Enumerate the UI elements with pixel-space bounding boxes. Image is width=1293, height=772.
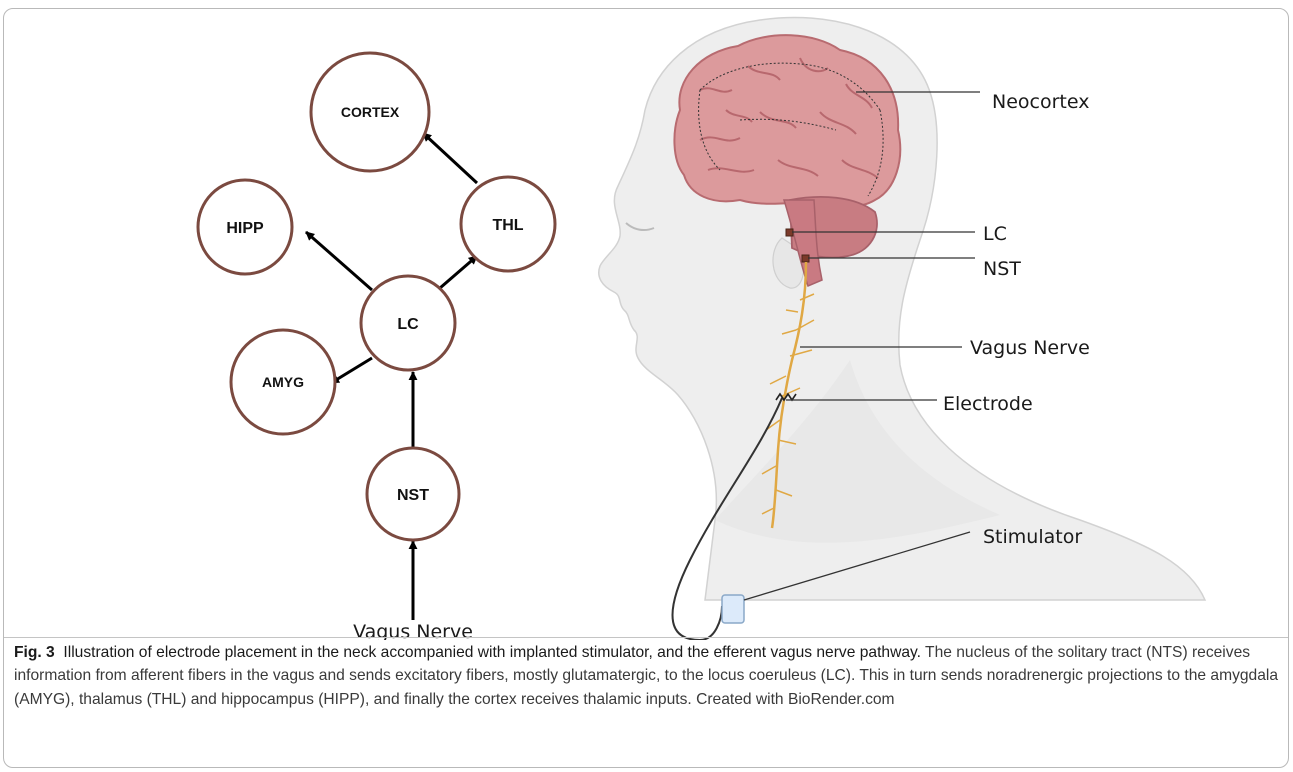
edge-lc-thl [440, 256, 477, 288]
node-nst-label: NST [397, 487, 429, 504]
label-vagus-nerve: Vagus Nerve [970, 337, 1090, 359]
node-thl-label: THL [492, 217, 523, 234]
figure-graphic: CORTEX HIPP THL LC AMYG NST Vagus Nerve [0, 0, 1293, 640]
pathway-diagram: CORTEX HIPP THL LC AMYG NST Vagus Nerve [198, 53, 555, 640]
edge-lc-amyg [331, 358, 372, 383]
edge-lc-hipp [306, 232, 372, 290]
node-hipp-label: HIPP [226, 220, 264, 237]
label-lc: LC [983, 223, 1007, 245]
label-nst: NST [983, 258, 1021, 280]
node-thl: THL [461, 177, 555, 271]
node-amyg: AMYG [231, 330, 335, 434]
node-nst: NST [367, 448, 459, 540]
label-stimulator: Stimulator [983, 526, 1082, 548]
caption-separator [4, 637, 1288, 638]
head-illustration: Neocortex LC NST Vagus Nerve Electrode S… [599, 18, 1205, 641]
node-hipp: HIPP [198, 180, 292, 274]
lc-marker [786, 229, 793, 236]
node-cortex-label: CORTEX [341, 104, 400, 120]
figure-title: Illustration of electrode placement in t… [63, 644, 921, 661]
node-lc-label: LC [397, 316, 419, 333]
label-neocortex: Neocortex [992, 91, 1089, 113]
label-electrode: Electrode [943, 393, 1033, 415]
figure-caption: Fig. 3 Illustration of electrode placeme… [14, 641, 1282, 711]
nst-marker [802, 255, 809, 262]
stimulator-device [722, 595, 744, 623]
node-lc: LC [361, 276, 455, 370]
figure-number: Fig. 3 [14, 644, 55, 661]
edge-thl-cortex [423, 133, 477, 183]
node-amyg-label: AMYG [262, 374, 304, 390]
node-cortex: CORTEX [311, 53, 429, 171]
brain-cerebrum [674, 35, 900, 206]
